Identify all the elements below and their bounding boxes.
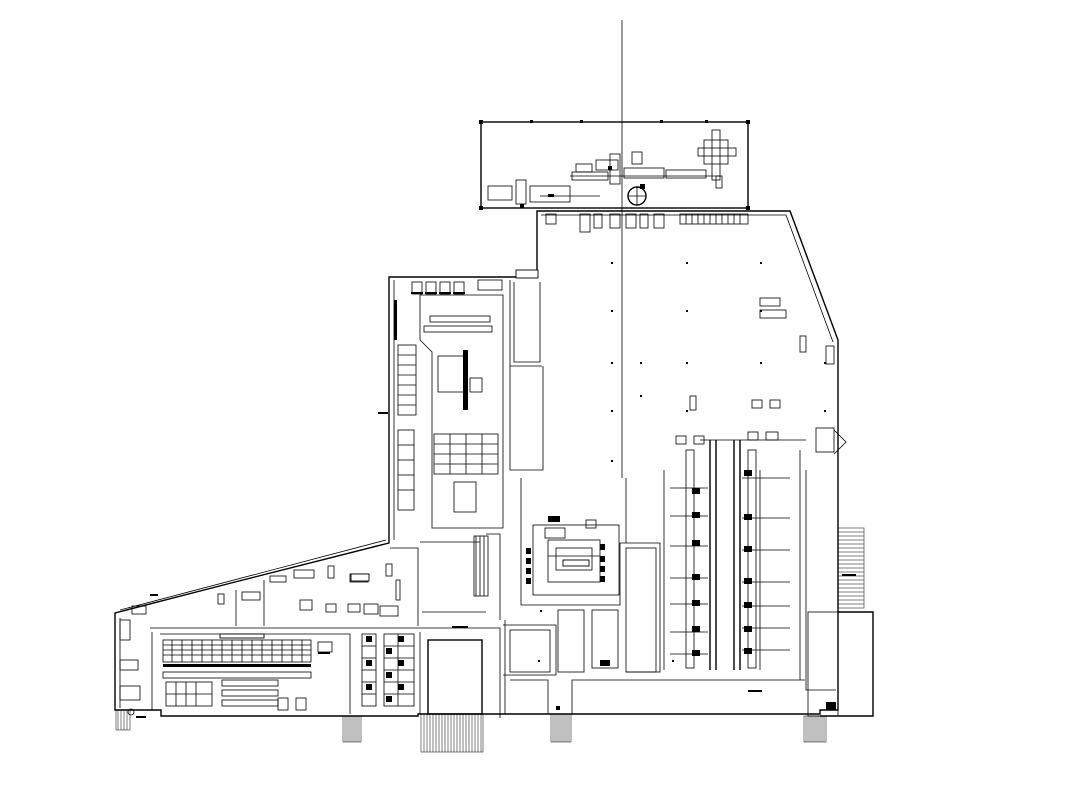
small-rooms-column — [361, 633, 415, 707]
structural-column-grid — [538, 262, 826, 662]
right-lower-wing — [805, 470, 874, 717]
annotation-marks — [136, 412, 856, 718]
top-annex — [479, 120, 750, 210]
processing-lines — [663, 297, 847, 680]
loading-dock-bays — [115, 527, 865, 753]
left-lower-wing — [114, 533, 501, 718]
storage-racks — [162, 639, 312, 707]
center-label-box — [562, 559, 590, 567]
left-center-block — [393, 269, 544, 540]
center-lower-block — [503, 478, 805, 714]
annex-equipment-line — [487, 129, 737, 205]
station-bar — [545, 213, 749, 233]
